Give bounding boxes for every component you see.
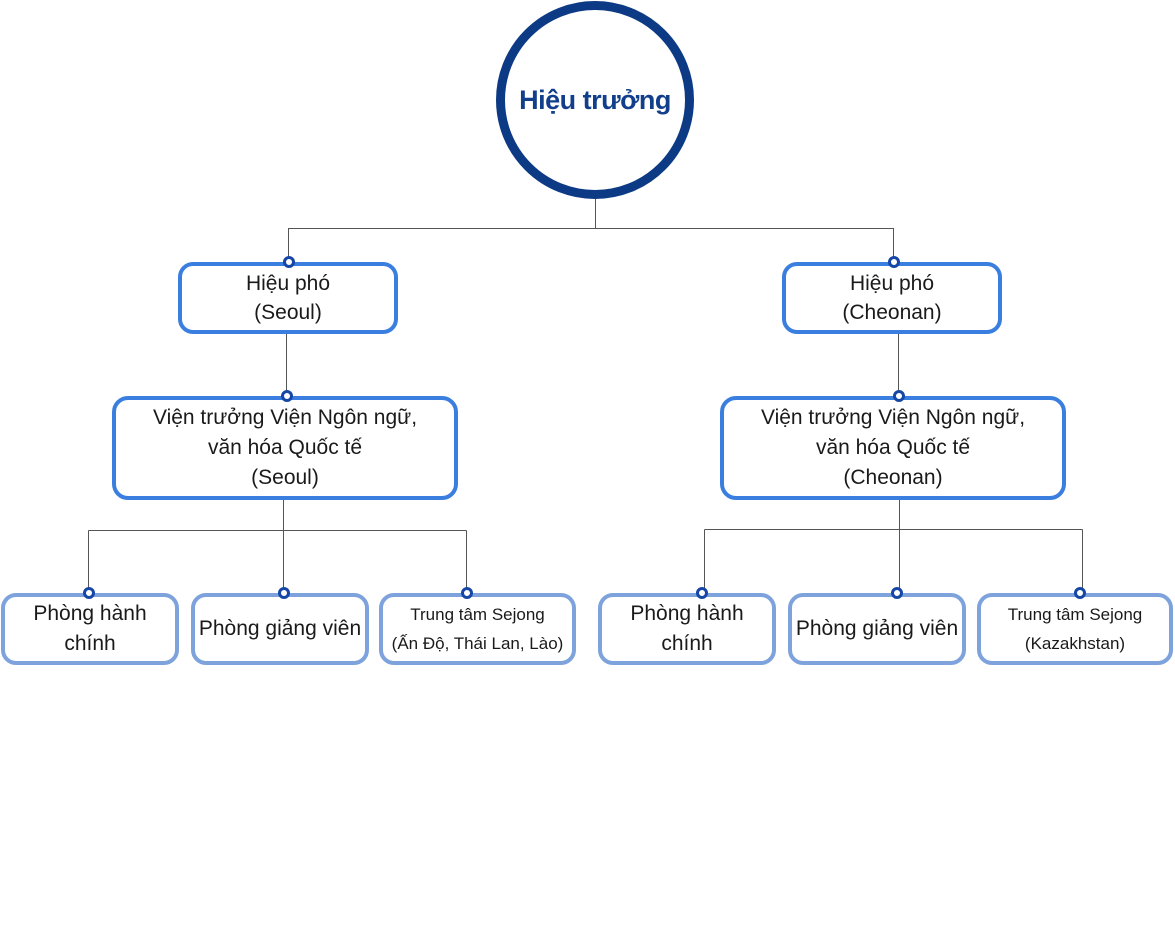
cheonan-lecturers-office-node: Phòng giảng viên: [788, 593, 966, 665]
connector-dot-director-cheonan: [893, 390, 905, 402]
connector-dot-vp-cheonan: [888, 256, 900, 268]
institute-director-seoul-line3: (Seoul): [251, 466, 319, 489]
seoul-admin-office-node: Phòng hành chính: [1, 593, 179, 665]
institute-director-cheonan-line2: văn hóa Quốc tế: [815, 436, 971, 459]
institute-director-cheonan-line1: Viện trưởng Viện Ngôn ngữ,: [760, 406, 1026, 429]
institute-director-cheonan-node: Viện trưởng Viện Ngôn ngữ, văn hóa Quốc …: [720, 396, 1066, 500]
cheonan-admin-office-line2: chính: [661, 632, 713, 655]
seoul-sejong-center-node: Trung tâm Sejong (Ấn Độ, Thái Lan, Lào): [379, 593, 576, 665]
cheonan-admin-office-line1: Phòng hành: [630, 602, 744, 625]
cheonan-sejong-center-country: (Kazakhstan): [1024, 634, 1126, 653]
connector-dot-cheonan-sejong: [1074, 587, 1086, 599]
vice-principal-seoul-title: Hiệu phó: [245, 272, 331, 295]
connector-dot-seoul-lecturers: [278, 587, 290, 599]
vice-principal-cheonan-campus: (Cheonan): [842, 301, 942, 324]
principal-node: Hiệu trưởng: [496, 1, 694, 199]
cheonan-lecturers-office-label: Phòng giảng viên: [795, 617, 959, 640]
connector-dot-director-seoul: [281, 390, 293, 402]
connector-dot-vp-seoul: [283, 256, 295, 268]
seoul-lecturers-office-node: Phòng giảng viên: [191, 593, 369, 665]
connector-dot-cheonan-admin: [696, 587, 708, 599]
seoul-admin-office-line2: chính: [64, 632, 116, 655]
institute-director-cheonan-line3: (Cheonan): [843, 466, 943, 489]
cheonan-sejong-center-title: Trung tâm Sejong: [1007, 605, 1143, 624]
seoul-lecturers-office-label: Phòng giảng viên: [198, 617, 362, 640]
institute-director-seoul-node: Viện trưởng Viện Ngôn ngữ, văn hóa Quốc …: [112, 396, 458, 500]
connector-dot-cheonan-lecturers: [891, 587, 903, 599]
institute-director-seoul-line1: Viện trưởng Viện Ngôn ngữ,: [152, 406, 418, 429]
cheonan-admin-office-node: Phòng hành chính: [598, 593, 776, 665]
vice-principal-cheonan-node: Hiệu phó (Cheonan): [782, 262, 1002, 334]
vice-principal-seoul-node: Hiệu phó (Seoul): [178, 262, 398, 334]
seoul-sejong-center-countries: (Ấn Độ, Thái Lan, Lào): [391, 634, 564, 653]
vice-principal-seoul-campus: (Seoul): [254, 301, 322, 324]
seoul-admin-office-line1: Phòng hành: [33, 602, 147, 625]
principal-label: Hiệu trưởng: [519, 84, 671, 115]
institute-director-seoul-line2: văn hóa Quốc tế: [207, 436, 363, 459]
connector-dot-seoul-admin: [83, 587, 95, 599]
seoul-sejong-center-title: Trung tâm Sejong: [410, 605, 545, 624]
connector-dot-seoul-sejong: [461, 587, 473, 599]
cheonan-sejong-center-node: Trung tâm Sejong (Kazakhstan): [977, 593, 1173, 665]
vice-principal-cheonan-title: Hiệu phó: [849, 272, 935, 295]
